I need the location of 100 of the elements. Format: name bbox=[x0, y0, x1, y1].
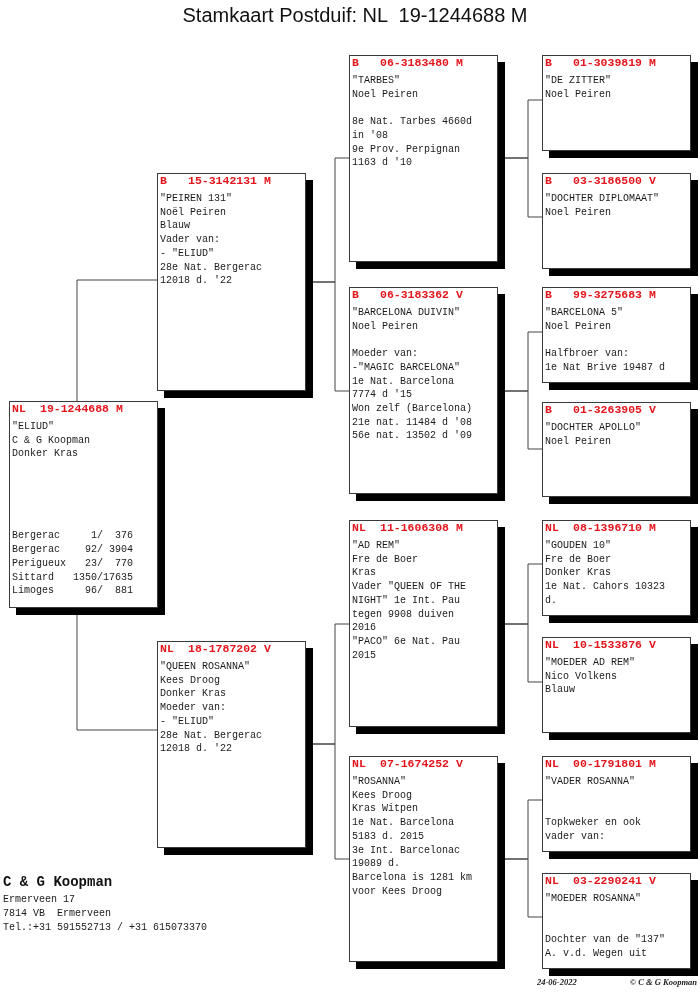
race-rank: 96/ bbox=[85, 584, 103, 598]
card-text: 8e Nat. Tarbes 4660d in '08 bbox=[352, 115, 474, 143]
ring-number: 15-3142131 M bbox=[188, 174, 271, 188]
country-code: NL bbox=[545, 757, 559, 771]
card-text: Noel Peiren bbox=[545, 434, 611, 449]
card-text: Halfbroer van: bbox=[545, 347, 629, 361]
card-text: "PACO" 6e Nat. Pau 2015 bbox=[352, 634, 462, 663]
country-code: NL bbox=[352, 757, 366, 771]
card-text: Noel Peiren bbox=[545, 87, 611, 102]
card-text: Donker Kras bbox=[12, 447, 78, 462]
phone-number: Tel.:+31 591552713 / +31 615073370 bbox=[3, 921, 208, 935]
connector-line bbox=[76, 279, 158, 402]
ring-number: 07-1674252 V bbox=[380, 757, 463, 771]
race-entries: 881 bbox=[115, 584, 133, 598]
card-text: Vader "QUEEN OF THE NIGHT" 1e Int. Pau tegen 9908 duiven 2016 bbox=[352, 580, 468, 635]
ring-number: 06-3183480 M bbox=[380, 56, 463, 70]
race-name: Sittard bbox=[12, 570, 54, 585]
card-text: Noel Peiren bbox=[545, 205, 611, 220]
ring-number: 19-1244688 M bbox=[40, 402, 123, 416]
ring-number: 00-1791801 M bbox=[573, 757, 656, 771]
pigeon-name: "PEIREN 131" bbox=[160, 192, 232, 206]
country-code: B bbox=[545, 288, 552, 302]
card-text: Blauw bbox=[160, 219, 190, 234]
connector-line bbox=[504, 623, 543, 683]
print-date: 24-06-2022 bbox=[537, 977, 577, 987]
card-text: - "ELIUD" bbox=[160, 246, 214, 261]
card-text: 1e Nat. Barcelona 5183 d. 2015 bbox=[352, 816, 456, 844]
card-text: Moeder van: bbox=[352, 347, 418, 361]
card-text: Vader van: bbox=[160, 233, 220, 247]
card-text: 9e Prov. Perpignan 1163 d '10 bbox=[352, 142, 462, 170]
country-code: NL bbox=[545, 521, 559, 535]
card-text: Noël Peiren bbox=[160, 205, 226, 220]
breeder-name: C & G Koopman bbox=[3, 874, 113, 890]
country-code: B bbox=[545, 56, 552, 70]
connector-line bbox=[504, 157, 543, 218]
card-text: Noel Peiren bbox=[545, 319, 611, 334]
race-entries: 376 bbox=[115, 529, 133, 544]
card-text: Nico Volkens bbox=[545, 669, 617, 684]
card-text: Donker Kras bbox=[160, 687, 226, 702]
ring-number: 99-3275683 M bbox=[573, 288, 656, 302]
race-entries: 17635 bbox=[103, 570, 133, 585]
ring-number: 01-3263905 V bbox=[573, 403, 656, 417]
card-text: Kras Witpen bbox=[352, 802, 418, 817]
race-rank: 1/ bbox=[91, 529, 103, 544]
pigeon-name: "ROSANNA" bbox=[352, 775, 406, 789]
pigeon-name: "MOEDER ROSANNA" bbox=[545, 892, 641, 906]
card-text: -"MAGIC BARCELONA" bbox=[352, 360, 461, 375]
card-text: Fre de Boer bbox=[545, 552, 611, 567]
ring-number: 10-1533876 V bbox=[573, 638, 656, 652]
card-text: Dochter van de "137" A. v.d. Wegen uit bbox=[545, 933, 667, 961]
card-text: C & G Koopman bbox=[12, 433, 90, 448]
race-name: Bergerac bbox=[12, 529, 60, 544]
pigeon-name: "QUEEN ROSANNA" bbox=[160, 660, 250, 674]
card-text: 1e Nat. Cahors 10323 d. bbox=[545, 580, 667, 608]
ring-number: 06-3183362 V bbox=[380, 288, 463, 302]
race-entries: 3904 bbox=[109, 543, 133, 557]
connector-line bbox=[504, 390, 543, 450]
pigeon-name: "BARCELONA 5" bbox=[545, 306, 623, 320]
country-code: NL bbox=[545, 874, 559, 888]
pigeon-name: "DOCHTER DIPLOMAAT" bbox=[545, 192, 660, 206]
card-text: Kras bbox=[352, 566, 376, 581]
country-code: NL bbox=[12, 402, 26, 416]
connector-line bbox=[504, 858, 543, 918]
pigeon-name: "VADER ROSANNA" bbox=[545, 775, 635, 789]
card-text: Blauw bbox=[545, 683, 575, 698]
country-code: NL bbox=[352, 521, 366, 535]
card-text: 1e Nat Brive 19487 d bbox=[545, 360, 666, 375]
card-text: Moeder van: bbox=[160, 701, 226, 715]
copyright-note: © C & G Koopman bbox=[629, 977, 697, 987]
country-code: B bbox=[352, 56, 359, 70]
card-text: Kees Droog bbox=[352, 788, 412, 803]
card-text: 56e nat. 13502 d '09 bbox=[352, 429, 473, 443]
pigeon-name: "MOEDER AD REM" bbox=[545, 656, 635, 670]
card-text: Won zelf (Barcelona) bbox=[352, 401, 473, 416]
card-text: 28e Nat. Bergerac 12018 d. '22 bbox=[160, 728, 264, 756]
connector-line bbox=[76, 614, 158, 731]
race-entries: 770 bbox=[115, 556, 133, 571]
card-text: Kees Droog bbox=[160, 673, 220, 688]
race-name: Perigueux bbox=[12, 556, 66, 571]
race-name: Bergerac bbox=[12, 543, 60, 557]
ring-number: 01-3039819 M bbox=[573, 56, 656, 70]
race-rank: 23/ bbox=[85, 556, 103, 571]
ring-number: 03-3186500 V bbox=[573, 174, 656, 188]
card-text: Fre de Boer bbox=[352, 552, 418, 567]
pigeon-name: "BARCELONA DUIVIN" bbox=[352, 306, 461, 320]
country-code: B bbox=[352, 288, 359, 302]
connector-line bbox=[312, 281, 350, 392]
pigeon-name: "ELIUD" bbox=[12, 420, 54, 434]
connector-line bbox=[312, 743, 350, 860]
race-rank: 1350/ bbox=[73, 570, 103, 585]
card-text: Noel Peiren bbox=[352, 87, 418, 102]
ring-number: 03-2290241 V bbox=[573, 874, 656, 888]
race-name: Limoges bbox=[12, 584, 54, 598]
race-rank: 92/ bbox=[85, 543, 103, 557]
pigeon-name: "GOUDEN 10" bbox=[545, 539, 611, 553]
card-text: Noel Peiren bbox=[352, 319, 418, 334]
pigeon-name: "DE ZITTER" bbox=[545, 74, 611, 88]
card-text: 3e Int. Barcelonac 19089 d. bbox=[352, 843, 462, 871]
pigeon-name: "DOCHTER APOLLO" bbox=[545, 421, 641, 435]
card-text: 21e nat. 11484 d '08 bbox=[352, 415, 473, 430]
